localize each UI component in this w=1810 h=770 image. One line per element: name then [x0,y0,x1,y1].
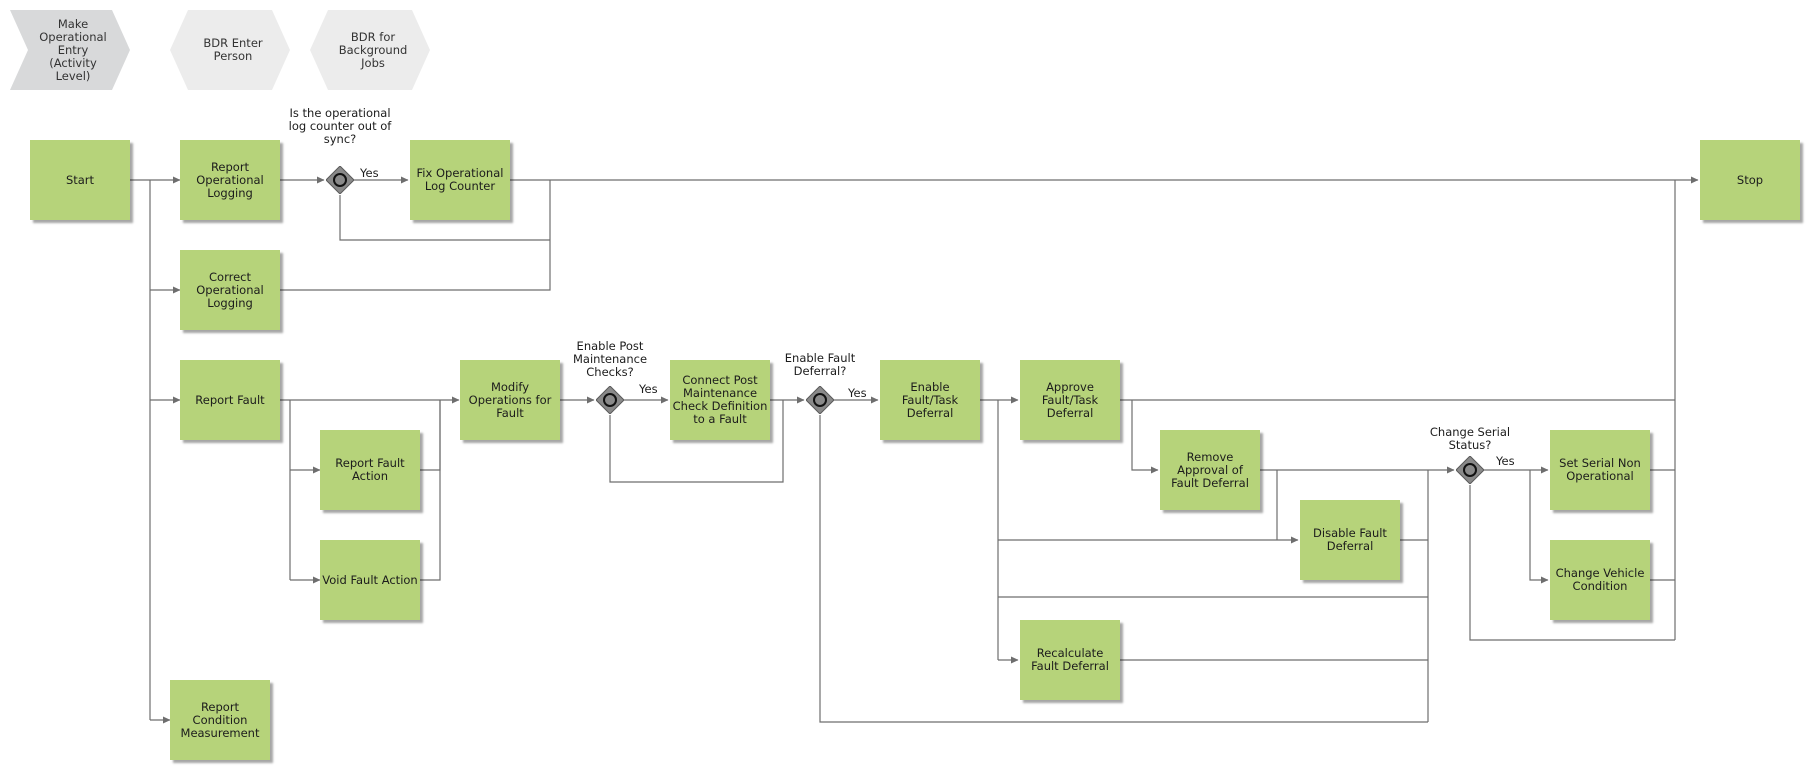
gateway-diamond-icon[interactable] [806,386,834,414]
activity-report-fault-action[interactable]: Report Fault Action [320,430,420,510]
flow-correct-logging-merge [280,180,551,291]
hexagon-shape-icon [310,10,430,90]
flow-serial-gate-no [1469,485,1675,641]
activity-report-condition-measurement[interactable]: Report Condition Measurement [170,680,270,760]
activity-void-fault-action[interactable]: Void Fault Action [320,540,420,620]
flow-gate-no-deferral [819,415,1428,723]
gateway-question: Change Serial Status? [1429,425,1511,452]
flow-approve-to-remove [1131,400,1159,474]
chevron-shape-icon [10,10,130,90]
activity-set-serial-non-operational[interactable]: Set Serial Non Operational [1550,430,1650,510]
header-step: BDR Enter Person [170,10,290,90]
gateway-diamond-icon[interactable] [596,386,624,414]
activity-approve-fault-task-deferral[interactable]: Approve Fault/Task Deferral [1020,360,1120,440]
flow-label-yes: Yes [360,166,379,180]
stop-event[interactable]: Stop [1700,140,1800,220]
hexagon-shape-icon [170,10,290,90]
activity-change-vehicle-condition[interactable]: Change Vehicle Condition [1550,540,1650,620]
header-step-label: Make Operational Entry (Activity Level) [39,16,107,83]
flow-gate-no [339,195,550,241]
activity-disable-fault-deferral[interactable]: Disable Fault Deferral [1300,500,1400,580]
activity-report-fault[interactable]: Report Fault [180,360,280,440]
start-event[interactable]: Start [30,140,130,220]
activity-remove-approval-of-fault-deferral[interactable]: Remove Approval of Fault Deferral [1160,430,1260,510]
gateway-question: Is the operational log counter out of sy… [288,106,392,146]
activity-correct-operational-logging[interactable]: Correct Operational Logging [180,250,280,330]
activity-recalculate-fault-deferral[interactable]: Recalculate Fault Deferral [1020,620,1120,700]
flow-void-action-merge [420,400,441,581]
activity-connect-post-maintenance-check[interactable]: Connect Post Maintenance Check Definitio… [670,360,770,440]
flow-label-yes: Yes [848,386,867,400]
gateway-question: Enable Fault Deferral? [784,351,856,378]
header-step-label: BDR for Background Jobs [338,29,408,70]
gateway-diamond-icon[interactable] [326,166,354,194]
flow-gate-no-pmc [609,400,784,483]
activity-modify-operations-for-fault[interactable]: Modify Operations for Fault [460,360,560,440]
activity-fix-operational-log-counter[interactable]: Fix Operational Log Counter [410,140,510,220]
gateway-diamond-icon[interactable] [1456,456,1484,484]
flow-label-yes: Yes [1496,454,1515,468]
gateway-question: Enable Post Maintenance Checks? [572,339,648,379]
activity-enable-fault-task-deferral[interactable]: Enable Fault/Task Deferral [880,360,980,440]
header-step: Make Operational Entry (Activity Level) [10,10,130,90]
activity-report-operational-logging[interactable]: Report Operational Logging [180,140,280,220]
header-step: BDR for Background Jobs [310,10,430,90]
flow-fault-action-merge [420,400,441,471]
header-step-label: BDR Enter Person [203,36,263,63]
flow-serial-status-trunk [1529,470,1549,584]
flow-label-yes: Yes [639,382,658,396]
